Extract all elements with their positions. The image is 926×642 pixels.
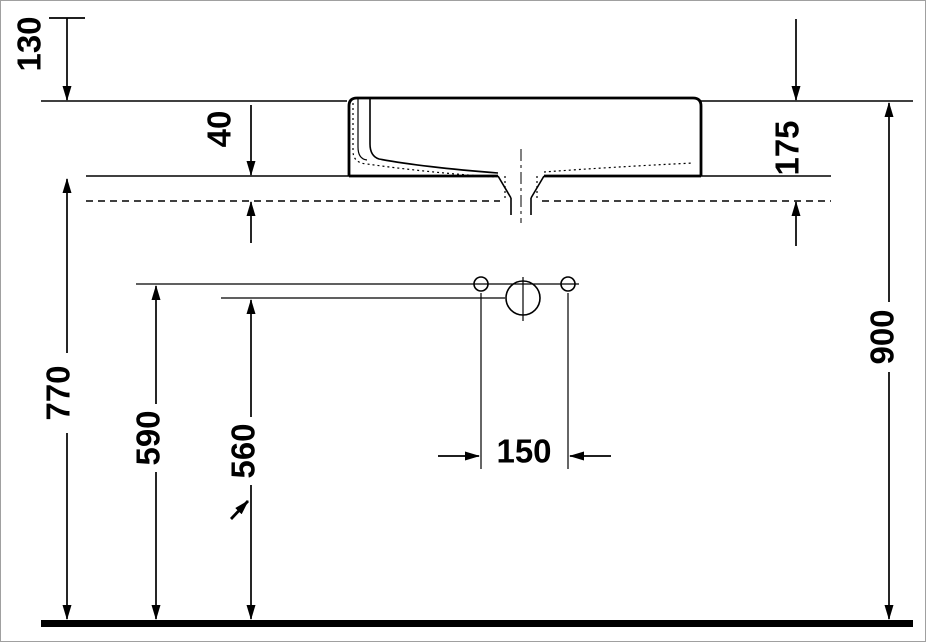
drain-outline bbox=[497, 175, 545, 215]
floor-line bbox=[41, 620, 913, 627]
basin-outline bbox=[347, 96, 703, 176]
dimension-150-label: 150 bbox=[496, 433, 551, 470]
tap-holes-plan bbox=[136, 276, 579, 469]
dimension-900: 900 bbox=[864, 102, 901, 620]
dimension-560: 560 bbox=[225, 299, 262, 620]
basin-hidden-contour-right bbox=[543, 162, 694, 173]
dimension-40-label: 40 bbox=[201, 111, 238, 148]
dimension-175-label: 175 bbox=[769, 120, 806, 175]
dimension-130: 130 bbox=[11, 16, 85, 101]
basin-inner-surface bbox=[369, 98, 499, 174]
dimension-770-label: 770 bbox=[40, 365, 77, 420]
direction-arrow-icon bbox=[229, 500, 250, 520]
basin-hidden-contour-left bbox=[352, 98, 498, 178]
dimension-40: 40 bbox=[201, 105, 256, 243]
basin-section-wall bbox=[357, 98, 368, 161]
small-tap-hole-right bbox=[560, 276, 576, 292]
dimension-560-label: 560 bbox=[225, 423, 262, 478]
basin-side-view bbox=[347, 96, 703, 223]
dimension-590: 590 bbox=[130, 285, 167, 620]
dimension-130-label: 130 bbox=[11, 16, 48, 71]
basin-body bbox=[349, 98, 701, 176]
dimension-175: 175 bbox=[769, 19, 806, 246]
dimension-770: 770 bbox=[40, 178, 77, 620]
small-tap-hole-left bbox=[473, 276, 489, 292]
dimension-150: 150 bbox=[438, 433, 611, 470]
dimension-900-label: 900 bbox=[864, 309, 901, 364]
dimension-590-label: 590 bbox=[130, 410, 167, 465]
